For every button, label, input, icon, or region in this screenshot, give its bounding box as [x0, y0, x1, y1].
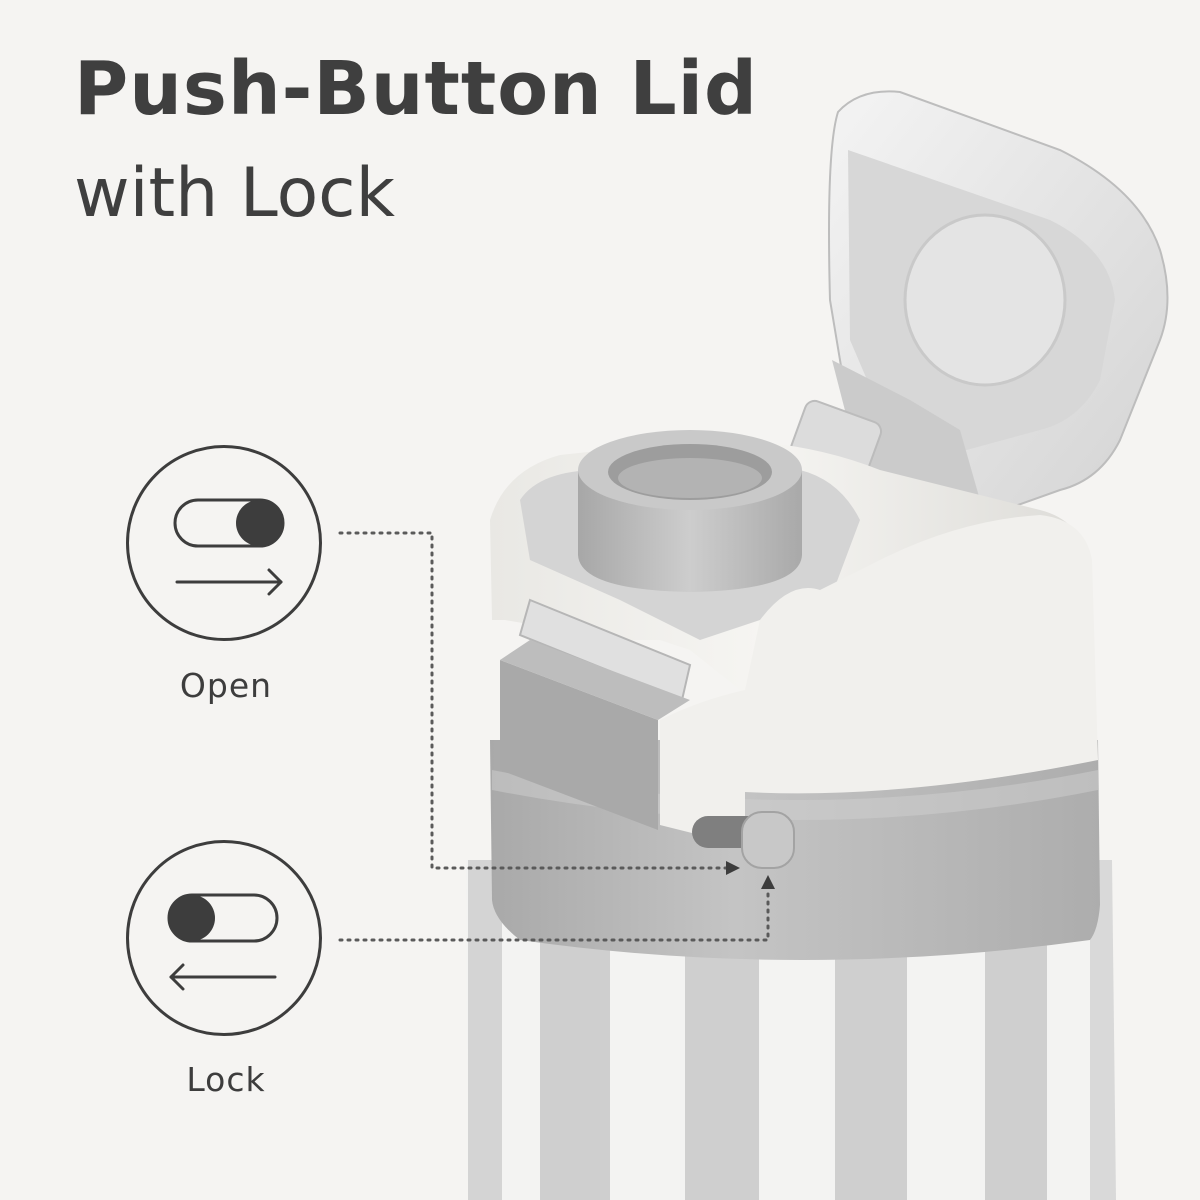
flip-lid	[789, 90, 1169, 522]
toggle-right-icon	[173, 498, 285, 548]
lock-slider	[692, 811, 795, 869]
open-state-icon	[126, 445, 322, 641]
connector-arrowhead-lock	[761, 875, 775, 889]
connector-lines	[338, 531, 770, 942]
push-button	[500, 598, 692, 830]
open-label: Open	[179, 666, 273, 705]
lock-state-icon	[126, 840, 322, 1036]
page-subtitle: with Lock	[74, 154, 395, 233]
lock-label: Lock	[186, 1060, 266, 1099]
connector-arrowhead-open	[726, 861, 740, 875]
arrow-right-icon	[175, 568, 283, 596]
arrow-left-icon	[169, 963, 277, 991]
toggle-left-icon	[167, 893, 279, 943]
page-title: Push-Button Lid	[74, 46, 758, 132]
spout	[578, 430, 802, 592]
